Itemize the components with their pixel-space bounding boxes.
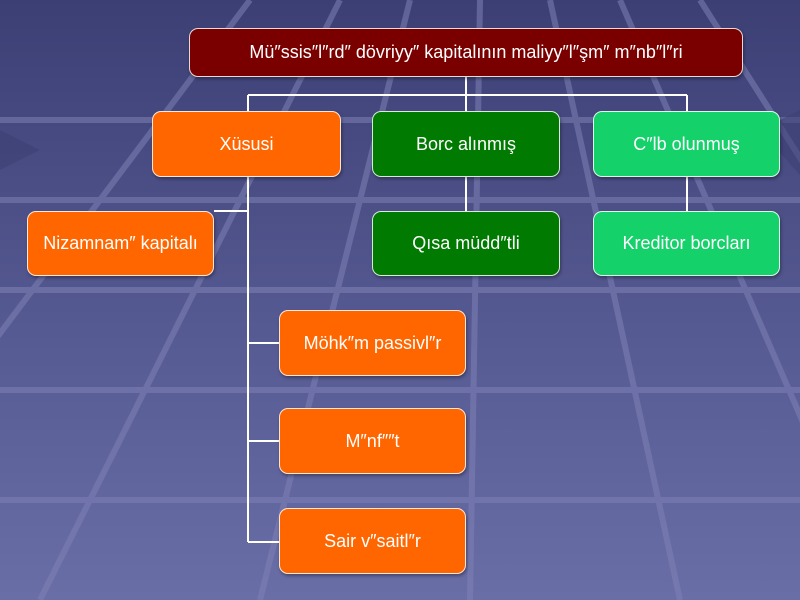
node-stable-liabilities-label: Möhk″m passivl″r <box>303 332 442 353</box>
node-charter-capital: Nizamnam″ kapitalı <box>27 211 214 276</box>
node-profit-label: M″nf″″t <box>345 430 400 451</box>
node-creditor-debts: Kreditor borcları <box>593 211 780 276</box>
node-attracted-label: C″lb olunmuş <box>633 133 740 154</box>
node-profit: M″nf″″t <box>279 408 466 474</box>
node-short-term: Qısa müdd″tli <box>372 211 560 276</box>
diagram-title-box: Mü″ssis″l″rd″ dövriyy″ kapitalının maliy… <box>189 28 743 77</box>
node-borrowed: Borc alınmış <box>372 111 560 177</box>
node-other-funds: Sair v″saitl″r <box>279 508 466 574</box>
node-charter-capital-label: Nizamnam″ kapitalı <box>43 233 198 253</box>
diagram-title: Mü″ssis″l″rd″ dövriyy″ kapitalının maliy… <box>249 42 683 62</box>
node-other-funds-label: Sair v″saitl″r <box>324 530 421 551</box>
node-attracted: C″lb olunmuş <box>593 111 780 177</box>
node-short-term-label: Qısa müdd″tli <box>412 233 520 253</box>
node-stable-liabilities: Möhk″m passivl″r <box>279 310 466 376</box>
node-creditor-debts-label: Kreditor borcları <box>622 233 751 253</box>
node-borrowed-label: Borc alınmış <box>415 133 517 154</box>
node-private-label: Xüsusi <box>219 133 274 154</box>
node-private: Xüsusi <box>152 111 341 177</box>
